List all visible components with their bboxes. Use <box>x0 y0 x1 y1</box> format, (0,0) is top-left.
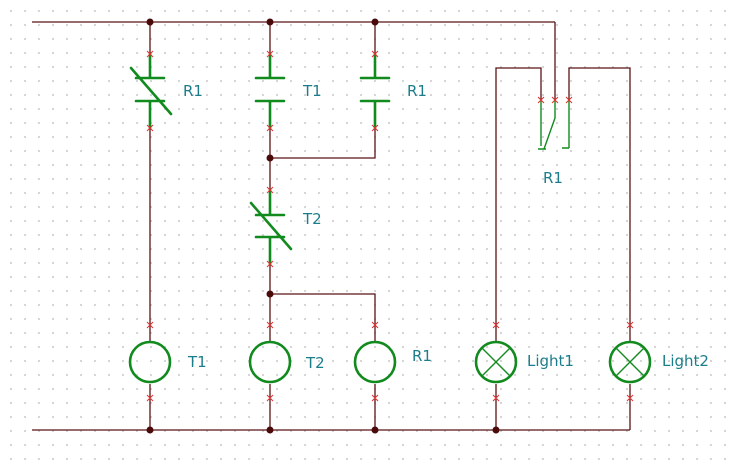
junction-dot <box>371 18 379 26</box>
changeover-r1-label: R1 <box>543 169 563 187</box>
junction-dot <box>266 290 274 298</box>
contact-r1-normally-closed[interactable]: R1 <box>129 52 203 130</box>
changeover-contact-r1[interactable]: R1 <box>538 100 570 187</box>
lamp-light1[interactable]: Light1 <box>474 340 574 384</box>
coil-t1-label: T1 <box>187 353 207 371</box>
junction-dot <box>492 426 500 434</box>
junction-dot <box>266 154 274 162</box>
junction-dot <box>266 426 274 434</box>
lamp-light2[interactable]: Light2 <box>608 340 709 384</box>
junction-dot <box>266 18 274 26</box>
contact-t1-normally-open[interactable]: T1 <box>254 52 322 130</box>
pin-markers <box>146 50 634 402</box>
wire-changeover-right <box>568 67 631 430</box>
wire-col3 <box>270 22 376 430</box>
coil-t1[interactable]: T1 <box>128 340 207 384</box>
junction-dots <box>146 18 500 434</box>
junction-dot <box>371 426 379 434</box>
coil-r1-label: R1 <box>412 347 432 365</box>
coil-r1[interactable]: R1 <box>353 340 432 384</box>
contact-r1-nc-label: R1 <box>183 82 203 100</box>
wire-changeover-left <box>495 67 542 430</box>
contact-r1-no-label: R1 <box>407 82 427 100</box>
lamp-light2-label: Light2 <box>662 352 709 370</box>
lamp-light1-label: Light1 <box>527 352 574 370</box>
wires <box>32 21 631 431</box>
contact-r1-normally-open[interactable]: R1 <box>359 52 427 130</box>
junction-dot <box>146 18 154 26</box>
contact-t2-normally-closed[interactable]: T2 <box>249 188 322 266</box>
junction-dot <box>146 426 154 434</box>
coil-t2-label: T2 <box>305 354 325 372</box>
coil-t2[interactable]: T2 <box>248 340 325 384</box>
contact-t1-no-label: T1 <box>302 82 322 100</box>
contact-t2-nc-label: T2 <box>302 210 322 228</box>
